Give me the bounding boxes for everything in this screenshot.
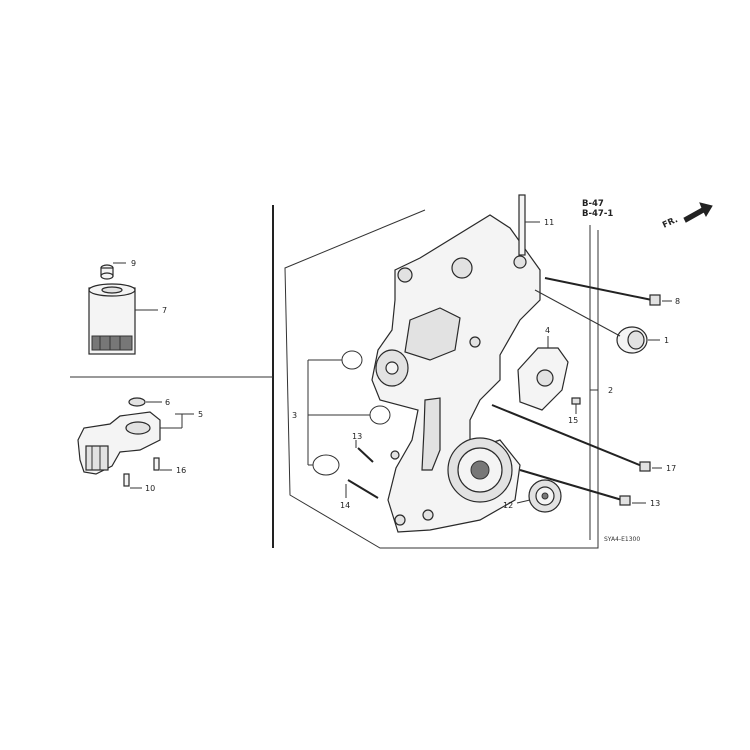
- callout-8: 8: [675, 297, 680, 306]
- cap-plug: [616, 326, 648, 354]
- callout-9: 9: [131, 259, 136, 268]
- callout-3: 3: [292, 411, 297, 420]
- drawing-code: SYA4-E1300: [604, 536, 640, 543]
- callout-11: 11: [544, 218, 554, 227]
- callout-6: 6: [165, 398, 170, 407]
- assembly-boundary: [284, 209, 599, 549]
- relief-valve-cover: [517, 347, 569, 411]
- callout-16: 16: [176, 466, 186, 475]
- filter-housing: [77, 397, 161, 487]
- callout-4: 4: [545, 326, 550, 335]
- reference-b47: B-47: [582, 199, 604, 209]
- oil-filter: [88, 264, 136, 355]
- dowel-pins: [347, 447, 379, 499]
- reference-b47-1: B-47-1: [582, 209, 613, 219]
- callout-5: 5: [198, 410, 203, 419]
- callout-15: 15: [568, 416, 578, 425]
- callout-13-right: 13: [650, 499, 660, 508]
- svg-text:FR.: FR.: [661, 215, 680, 231]
- screw-small: [571, 397, 581, 414]
- inner-rotor: [528, 479, 562, 513]
- callout-2: 2: [608, 386, 613, 395]
- callout-1: 1: [664, 336, 669, 345]
- callout-14: 14: [340, 501, 350, 510]
- oil-pump-body: [371, 214, 541, 533]
- bolt-medium: [491, 404, 651, 472]
- callout-7: 7: [162, 306, 167, 315]
- callout-17: 17: [666, 464, 676, 473]
- callout-12: 12: [503, 501, 513, 510]
- callout-13-left: 13: [352, 432, 362, 441]
- bolt-long: [544, 277, 661, 306]
- stud-bolt: [518, 194, 526, 256]
- front-arrow-icon: FR.: [661, 202, 713, 231]
- callout-10: 10: [145, 484, 155, 493]
- bolt-short: [519, 469, 631, 506]
